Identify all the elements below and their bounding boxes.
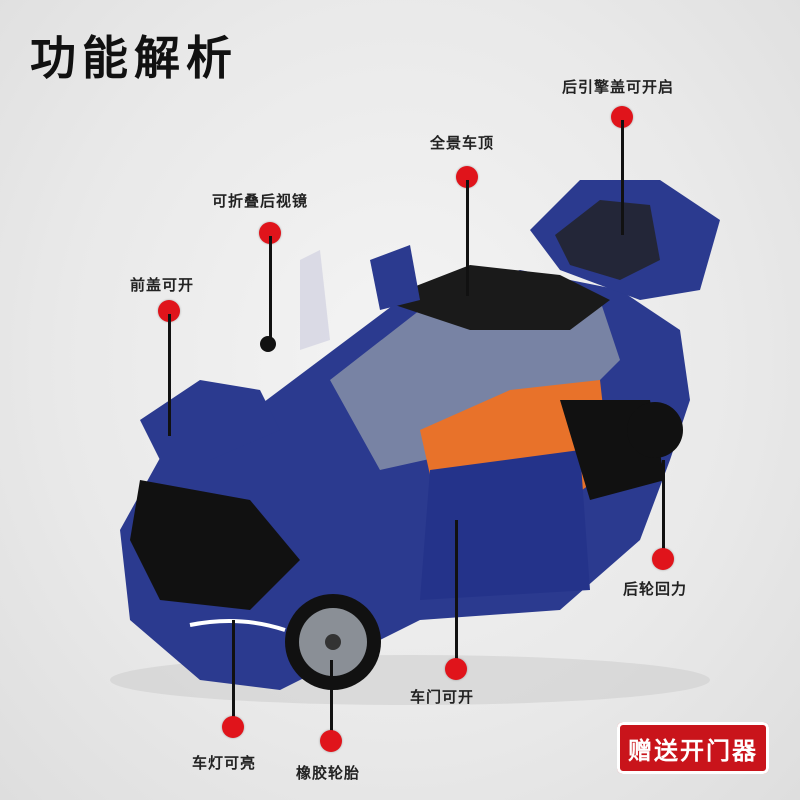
- feature-marker-hood: [158, 300, 180, 322]
- feature-label-hood: 前盖可开: [130, 276, 195, 294]
- feature-line-door: [455, 520, 458, 660]
- feature-label-headlight: 车灯可亮: [192, 754, 257, 772]
- feature-marker-headlight: [222, 716, 244, 738]
- feature-label-trunk: 后引擎盖可开启: [562, 78, 675, 96]
- page-title: 功能解析: [30, 31, 238, 85]
- feature-line-hood: [168, 314, 171, 436]
- feature-line-mirror: [269, 236, 272, 340]
- feature-marker-tire: [320, 730, 342, 752]
- feature-label-roof: 全景车顶: [430, 134, 495, 152]
- gift-badge: 赠送开门器: [617, 722, 769, 774]
- feature-marker-rear-wheel: [652, 548, 674, 570]
- feature-line-headlight: [232, 620, 235, 720]
- feature-marker-door: [445, 658, 467, 680]
- feature-marker-trunk: [611, 106, 633, 128]
- feature-label-rear-wheel: 后轮回力: [623, 580, 688, 598]
- feature-line-trunk: [621, 120, 624, 235]
- feature-line-rear-wheel: [662, 460, 665, 552]
- feature-marker-mirror: [259, 222, 281, 244]
- feature-label-door: 车门可开: [410, 688, 475, 706]
- feature-line-roof: [466, 180, 469, 296]
- feature-marker-roof: [456, 166, 478, 188]
- feature-label-tire: 橡胶轮胎: [296, 764, 361, 782]
- feature-line-tire: [330, 660, 333, 732]
- feature-label-mirror: 可折叠后视镜: [212, 192, 309, 210]
